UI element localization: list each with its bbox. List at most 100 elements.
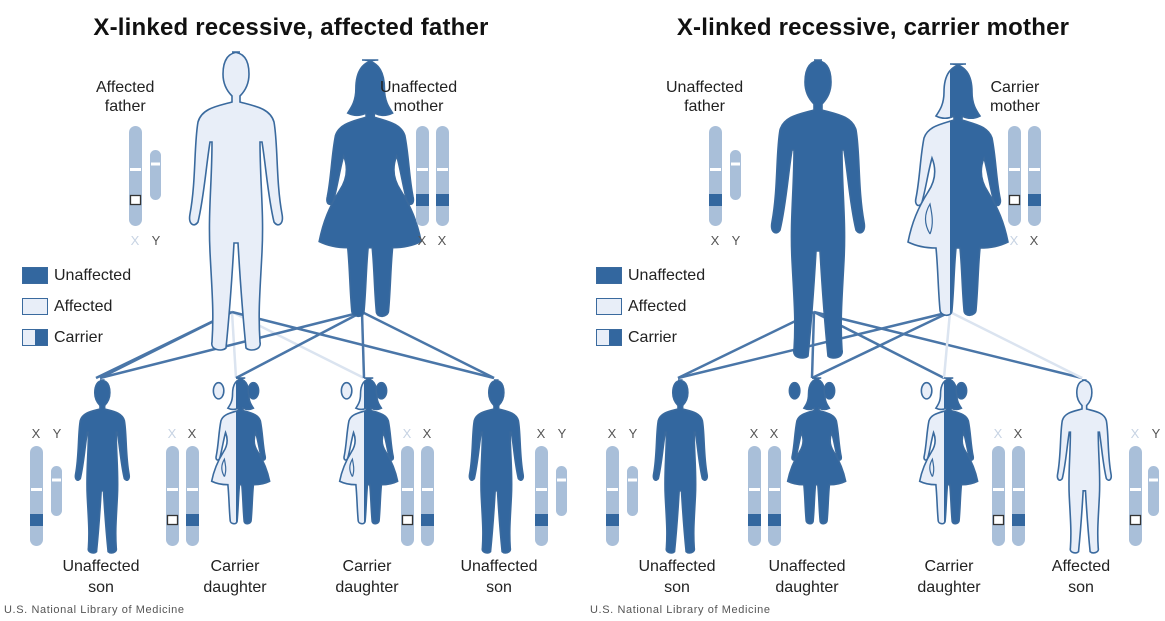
centromere [417, 168, 428, 171]
child-x-chromosome [748, 446, 761, 546]
child-chromosome-letters: XX [403, 426, 432, 441]
child-x-chromosome [30, 446, 43, 546]
chromosome-body [186, 446, 199, 546]
centromere [769, 488, 780, 491]
centromere [151, 163, 160, 166]
pigtail-right [956, 383, 966, 399]
gene-band-normal [1012, 514, 1025, 526]
pigtail-right [248, 383, 258, 399]
chromosome-body [1028, 126, 1041, 226]
chromosome-body [748, 446, 761, 546]
gene-band-normal [606, 514, 619, 526]
father-y-chromosome [150, 150, 161, 200]
chromosome-letter: X [403, 426, 412, 441]
centromere [1130, 488, 1141, 491]
child-label: Carrier daughter [884, 556, 1014, 598]
chromosome-body [416, 126, 429, 226]
chromosome-letter: Y [629, 426, 638, 441]
gene-band-mutant [1131, 516, 1141, 525]
child-x-chromosome [606, 446, 619, 546]
mother-chromosome-letters: XX [1010, 233, 1039, 248]
chromosome-letter: Y [53, 426, 62, 441]
figure-body [788, 378, 846, 524]
inheritance-line [362, 312, 494, 378]
child-label: Unaffected son [612, 556, 742, 598]
figure-body [1057, 380, 1111, 553]
chromosome-body [1012, 446, 1025, 546]
y-chromosome-body [627, 466, 638, 516]
y-chromosome-body [730, 150, 741, 200]
child-y-chromosome [51, 466, 62, 516]
child-figure-daughter [340, 378, 398, 524]
pigtail-left [789, 383, 799, 399]
child-x-chromosome [166, 446, 179, 546]
chromosome-letter: X [1030, 233, 1039, 248]
legend: Unaffected Affected Carrier [22, 260, 131, 353]
gene-band-mutant [168, 516, 178, 525]
figure-body [469, 380, 523, 553]
figure-body [75, 380, 129, 553]
legend-affected: Affected [596, 291, 705, 322]
pigtail-left [921, 383, 931, 399]
chromosome-letter: X [994, 426, 1003, 441]
child-figure-son [653, 380, 707, 553]
y-chromosome-body [556, 466, 567, 516]
centromere [187, 488, 198, 491]
figure-body [190, 52, 283, 350]
gene-band-normal [1028, 194, 1041, 206]
chromosome-letter: X [423, 426, 432, 441]
gene-band-normal [768, 514, 781, 526]
child-figure-son [75, 380, 129, 553]
chromosome-body [129, 126, 142, 226]
legend: Unaffected Affected Carrier [596, 260, 705, 353]
gene-band-normal [535, 514, 548, 526]
pigtail-left [341, 383, 351, 399]
y-chromosome-body [1148, 466, 1159, 516]
centromere [731, 163, 740, 166]
centromere [1013, 488, 1024, 491]
chromosome-body [436, 126, 449, 226]
gene-band-normal [30, 514, 43, 526]
child-chromosome-letters: XY [1131, 426, 1161, 441]
chromosome-letter: X [188, 426, 197, 441]
legend-carrier: Carrier [596, 322, 705, 353]
pigtail-left [213, 383, 223, 399]
centromere [628, 479, 637, 482]
chromosome-body [1008, 126, 1021, 226]
child-label: Carrier daughter [302, 556, 432, 598]
chromosome-letter: X [32, 426, 41, 441]
gene-band-normal [421, 514, 434, 526]
chromosome-body [30, 446, 43, 546]
affected-swatch [22, 298, 48, 315]
child-label: Carrier daughter [170, 556, 300, 598]
chromosome-letter: X [438, 233, 447, 248]
figure-body [653, 380, 707, 553]
chromosome-body [768, 446, 781, 546]
child-label: Unaffected daughter [742, 556, 872, 598]
chromosome-letter: Y [152, 233, 161, 248]
father-label: Affected father [96, 78, 154, 116]
gene-band-mutant [994, 516, 1004, 525]
child-y-chromosome [556, 466, 567, 516]
centromere [31, 488, 42, 491]
mother-label: Carrier mother [990, 78, 1040, 116]
child-figure-daughter [212, 378, 270, 524]
child-x-chromosome [1129, 446, 1142, 546]
child-y-chromosome [1148, 466, 1159, 516]
child-x-chromosome [535, 446, 548, 546]
chromosome-body [709, 126, 722, 226]
chromosome-letter: X [1010, 233, 1019, 248]
child-figure-daughter [788, 378, 846, 524]
mother-label: Unaffected mother [380, 78, 457, 116]
chromosome-body [535, 446, 548, 546]
gene-band-mutant [1010, 196, 1020, 205]
chromosome-letter: X [750, 426, 759, 441]
father-label: Unaffected father [666, 78, 743, 116]
centromere [536, 488, 547, 491]
father-chromosome-letters: XY [711, 233, 741, 248]
father-chromosome-letters: XY [131, 233, 161, 248]
gene-band-normal [709, 194, 722, 206]
